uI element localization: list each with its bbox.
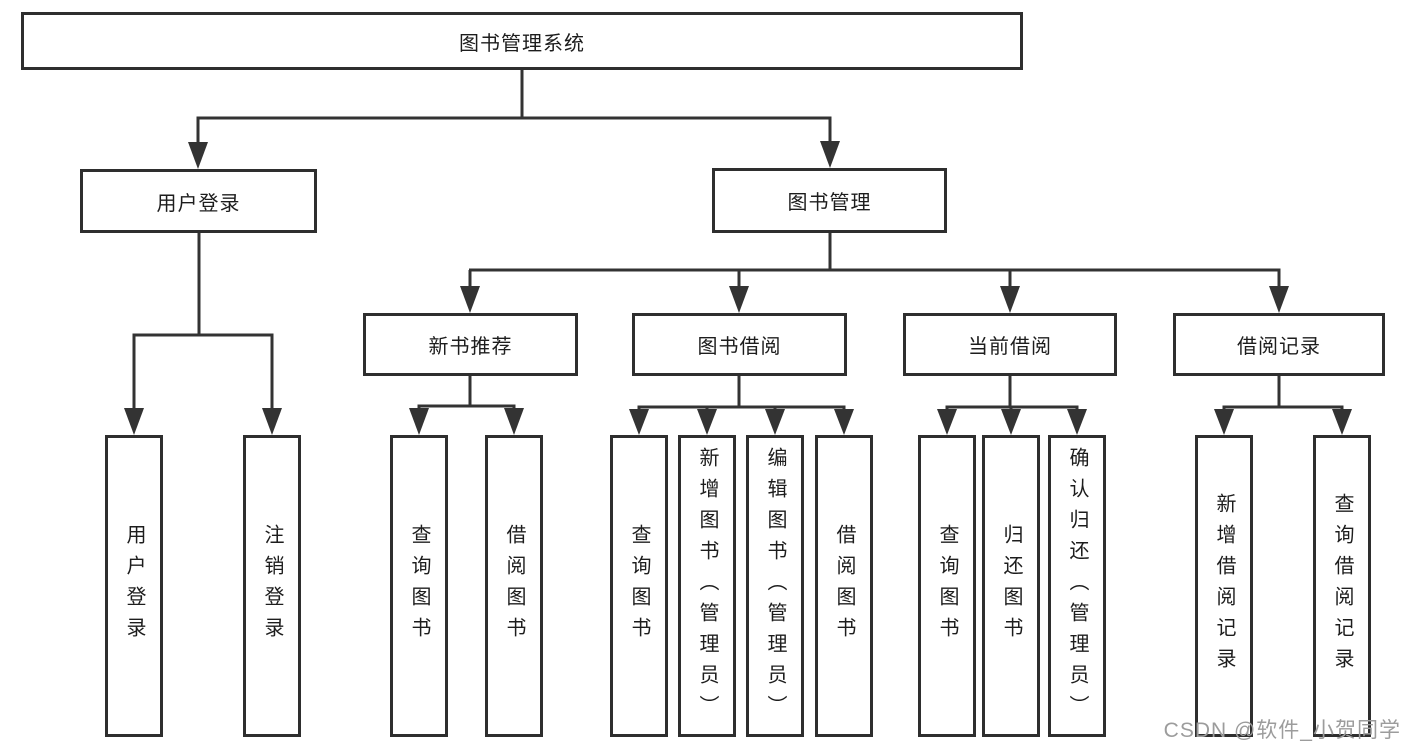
connector-bookmgmt-to-level3 bbox=[460, 233, 1289, 313]
leaf-records-query-record: 查询借阅记录 bbox=[1313, 435, 1371, 737]
leaf-records-add-record-label: 新增借阅记录 bbox=[1213, 493, 1235, 679]
leaf-current-query-book-label: 查询图书 bbox=[936, 524, 958, 648]
connector-root-to-level2 bbox=[188, 70, 840, 169]
leaf-borrow-query-book-label: 查询图书 bbox=[628, 524, 650, 648]
node-new-book-recommend: 新书推荐 bbox=[363, 313, 578, 376]
csdn-watermark: CSDN @软件_小贺同学 bbox=[1163, 719, 1401, 742]
leaf-newbooks-query-book-label: 查询图书 bbox=[408, 524, 430, 648]
leaf-current-confirm-return-admin: 确认归还（管理员） bbox=[1048, 435, 1106, 737]
leaf-borrow-borrow-book-label: 借阅图书 bbox=[833, 524, 855, 648]
connector-currentborrow-to-leaves bbox=[937, 376, 1087, 435]
leaf-newbooks-query-book: 查询图书 bbox=[390, 435, 448, 737]
leaf-logout-label: 注销登录 bbox=[261, 524, 283, 648]
connector-bookborrow-to-leaves bbox=[629, 376, 854, 435]
leaf-borrow-add-book-admin: 新增图书（管理员） bbox=[678, 435, 736, 737]
leaf-user-login: 用户登录 bbox=[105, 435, 163, 737]
leaf-current-query-book: 查询图书 bbox=[918, 435, 976, 737]
leaf-logout: 注销登录 bbox=[243, 435, 301, 737]
leaf-current-return-book-label: 归还图书 bbox=[1000, 524, 1022, 648]
leaf-records-query-record-label: 查询借阅记录 bbox=[1331, 493, 1353, 679]
leaf-borrow-edit-book-admin: 编辑图书（管理员） bbox=[746, 435, 804, 737]
leaf-user-login-label: 用户登录 bbox=[123, 524, 145, 648]
leaf-borrow-borrow-book: 借阅图书 bbox=[815, 435, 873, 737]
connector-newbooks-to-leaves bbox=[409, 376, 524, 435]
node-root: 图书管理系统 bbox=[21, 12, 1023, 70]
node-user-login: 用户登录 bbox=[80, 169, 317, 233]
node-book-borrow: 图书借阅 bbox=[632, 313, 847, 376]
leaf-borrow-add-book-admin-label: 新增图书（管理员） bbox=[696, 446, 718, 726]
connector-borrowrecords-to-leaves bbox=[1214, 376, 1352, 435]
connector-userlogin-to-leaves bbox=[124, 233, 282, 435]
leaf-borrow-query-book: 查询图书 bbox=[610, 435, 668, 737]
node-borrow-records: 借阅记录 bbox=[1173, 313, 1385, 376]
leaf-newbooks-borrow-book: 借阅图书 bbox=[485, 435, 543, 737]
leaf-borrow-edit-book-admin-label: 编辑图书（管理员） bbox=[764, 446, 786, 726]
leaf-records-add-record: 新增借阅记录 bbox=[1195, 435, 1253, 737]
leaf-current-confirm-return-admin-label: 确认归还（管理员） bbox=[1066, 446, 1088, 726]
leaf-newbooks-borrow-book-label: 借阅图书 bbox=[503, 524, 525, 648]
node-book-management: 图书管理 bbox=[712, 168, 947, 233]
node-current-borrow: 当前借阅 bbox=[903, 313, 1117, 376]
leaf-current-return-book: 归还图书 bbox=[982, 435, 1040, 737]
